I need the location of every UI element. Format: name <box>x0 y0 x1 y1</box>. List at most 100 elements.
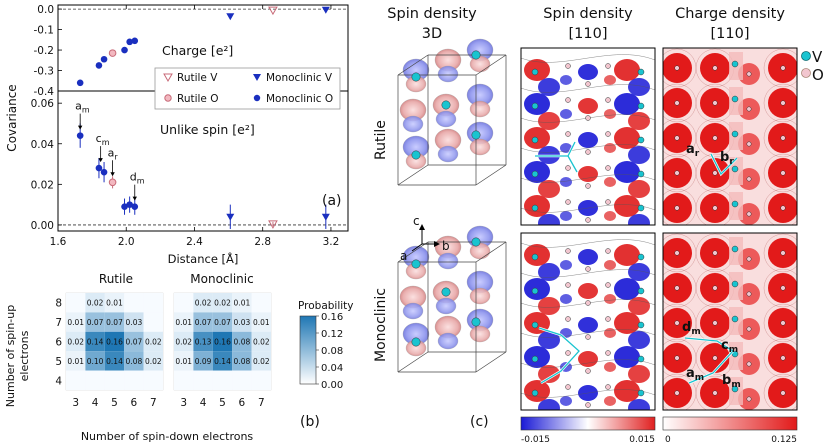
atom-o <box>674 65 680 71</box>
atom-o <box>780 65 786 71</box>
heatmap-cell-label: 0.02 <box>145 357 162 366</box>
data-point-monoclinic-o <box>76 79 84 87</box>
data-point-rutile-v <box>268 220 278 229</box>
heatmap-xtick-label: 5 <box>111 397 118 409</box>
heatmap-cell <box>143 312 163 332</box>
cube-edge <box>397 54 429 76</box>
atom-o <box>565 131 571 137</box>
spin-lobe <box>538 263 560 281</box>
data-point-monoclinic-o <box>100 55 108 63</box>
spin-lobe <box>628 331 650 349</box>
atom-v <box>471 130 481 140</box>
atom-o <box>605 384 611 390</box>
unlike-spin-panel-title: Unlike spin [e²] <box>160 122 255 137</box>
legend-label-monoclinic-o: Monoclinic O <box>266 93 333 105</box>
atom-v <box>411 150 421 160</box>
spin-lobe-small <box>604 211 616 221</box>
heatmap-ytick-label: 7 <box>55 317 62 329</box>
charge-contour <box>763 153 797 193</box>
atom-o <box>674 355 680 361</box>
heatmap-cell-label: 0.01 <box>106 299 123 308</box>
spin-lobe-small <box>560 294 572 304</box>
contour-line <box>521 54 655 63</box>
heatmap-title-monoclinic: Monoclinic <box>190 272 253 286</box>
spin-lobe <box>614 195 640 217</box>
heatmap-cell <box>212 312 233 332</box>
xtick-label: 2.8 <box>254 236 271 248</box>
heatmap-cell <box>124 351 144 371</box>
spin-lobe <box>538 112 560 130</box>
atom-o <box>605 316 611 322</box>
atom-o <box>605 97 611 103</box>
atom-o <box>565 350 571 356</box>
axis-c-head <box>419 224 425 230</box>
axis-a-label: a <box>400 249 407 263</box>
cube-edge <box>475 164 507 186</box>
atom-o <box>565 63 571 69</box>
atom-legend: V O <box>801 48 824 84</box>
atom-o <box>605 282 611 288</box>
annotation-arrowhead <box>98 158 103 163</box>
spin-lobe <box>614 93 640 115</box>
data-point-monoclinic-v <box>226 213 235 221</box>
heatmap-cell-label: 0.01 <box>253 318 270 327</box>
cube-edge <box>397 164 429 186</box>
panel-a-label: (a) <box>322 193 342 209</box>
heatmap-cell <box>193 331 213 352</box>
col-title-spin-110-line1: Spin density <box>543 6 633 22</box>
spin-lobe <box>614 278 640 300</box>
probability-colorbar-ticks: 0.160.120.080.040.00 <box>316 312 343 391</box>
spin-lobe-center <box>578 249 598 265</box>
atom-o <box>712 100 718 106</box>
heatmap-cell <box>193 370 213 390</box>
charge-contour <box>763 118 797 158</box>
heatmap-cell-label: 0.08 <box>126 357 143 366</box>
axes-triad: c b a <box>400 214 450 263</box>
heatmap-cell <box>251 351 271 371</box>
heatmap-cell <box>85 331 105 352</box>
heatmap-cell-label: 0.02 <box>253 338 270 347</box>
col-title-charge-110-line1: Charge density <box>675 6 785 22</box>
spin-lobe-small <box>604 396 616 406</box>
atom-o <box>746 326 752 332</box>
atom-v <box>731 385 739 393</box>
heatmap-cell-label: 0.16 <box>214 338 231 347</box>
atom-o <box>780 320 786 326</box>
atom-o <box>780 285 786 291</box>
atom-o <box>712 135 718 141</box>
heatmap-cell <box>104 370 125 390</box>
atom-v <box>441 287 451 297</box>
bond <box>538 327 580 384</box>
spin-lobe <box>628 263 650 281</box>
atom-v-swatch <box>801 51 811 61</box>
atom-o <box>674 100 680 106</box>
bond <box>535 141 578 173</box>
atom-v <box>637 389 645 397</box>
heatmap-cell <box>212 370 233 390</box>
atom-o <box>565 384 571 390</box>
heatmap-cell-label: 0.08 <box>234 357 251 366</box>
atom-o-swatch <box>801 68 811 78</box>
charge-contour <box>763 338 797 378</box>
data-point-monoclinic-o <box>121 203 128 210</box>
spin-lobe-small <box>560 396 572 406</box>
spin-lobe <box>614 244 640 266</box>
atom-v <box>731 95 739 103</box>
heatmap-cell-label: 0.02 <box>67 338 84 347</box>
spin-lobe <box>538 365 560 383</box>
xtick-label: 2.4 <box>186 236 203 248</box>
heatmap-title-rutile: Rutile <box>99 272 133 286</box>
ytick-label-bottom: 0.06 <box>31 98 55 110</box>
atom-o <box>585 402 591 408</box>
heatmap-cell <box>193 293 213 313</box>
isosurface-lobe <box>437 145 459 163</box>
spin-lobe-center <box>578 98 598 114</box>
heatmap-xtick-label: 3 <box>72 397 79 409</box>
atom-o <box>585 149 591 155</box>
atom-o <box>674 285 680 291</box>
atom-o <box>674 320 680 326</box>
heatmap-ytick-label: 8 <box>55 298 62 310</box>
legend-marker-monoclinic-o <box>253 94 261 102</box>
